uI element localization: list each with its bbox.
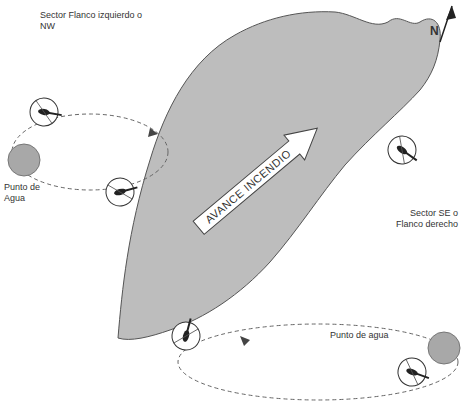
flight-loop-right xyxy=(178,324,458,400)
loop-direction xyxy=(148,128,250,346)
helicopter-symbol xyxy=(169,315,204,353)
water-point-label: Punto de Agua xyxy=(4,182,54,204)
water-point-left xyxy=(8,144,40,176)
fire-area xyxy=(118,12,440,340)
water-point-label: Punto de agua xyxy=(330,330,420,341)
helicopter-symbol xyxy=(28,96,64,129)
water-point-right xyxy=(428,332,460,364)
north-arrow xyxy=(440,6,456,42)
sector-label: Sector SE o Flanco derecho xyxy=(392,208,458,230)
helicopter-symbol xyxy=(383,131,425,172)
helicopter-symbol xyxy=(103,174,141,209)
sector-label: Sector Flanco izquierdo o NW xyxy=(40,10,150,32)
north-label: N xyxy=(430,24,444,38)
helicopter-symbol xyxy=(394,354,434,391)
